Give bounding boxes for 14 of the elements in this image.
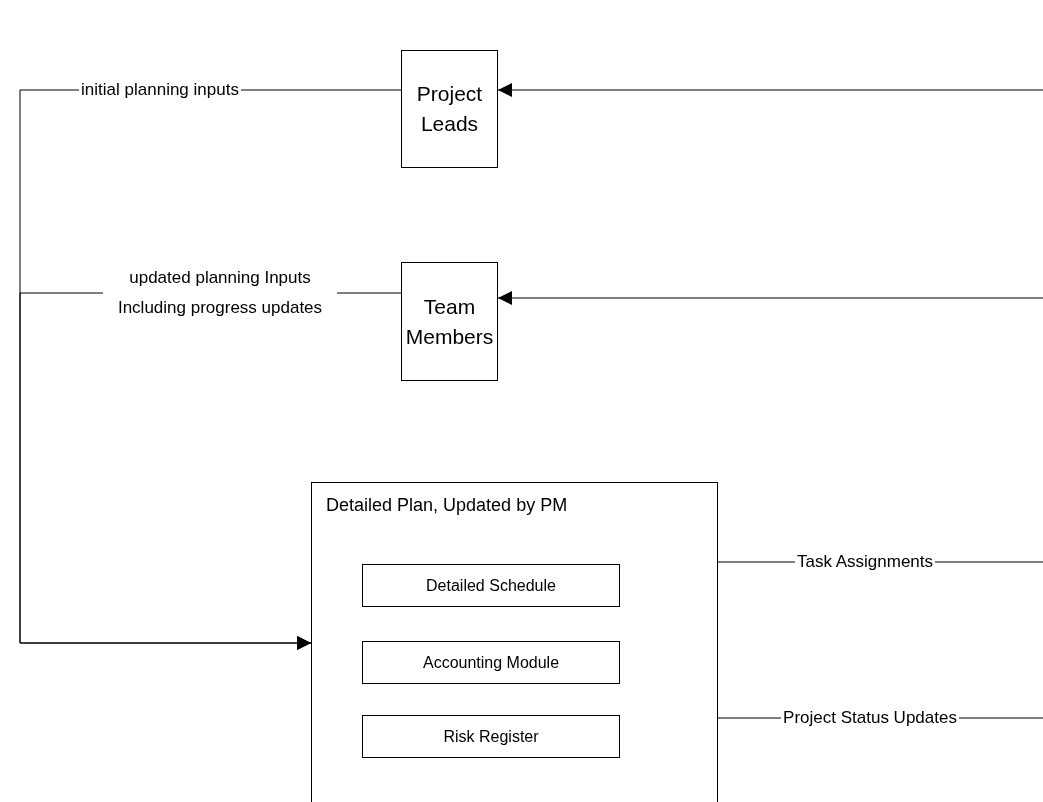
node-label: Project Leads — [415, 81, 484, 137]
process-box — [362, 564, 620, 607]
process-box — [401, 262, 498, 381]
connector-arrow — [497, 291, 1043, 305]
process-box — [401, 50, 498, 168]
process-box — [362, 715, 620, 758]
process-box — [362, 641, 620, 684]
node-label: Risk Register — [443, 727, 539, 746]
group-title: Detailed Plan, Updated by PM — [326, 495, 568, 516]
connector-arrow — [497, 83, 1043, 97]
node-label: Team Members — [404, 293, 495, 350]
node-label: Accounting Module — [422, 653, 560, 672]
node-label: Detailed Schedule — [426, 576, 556, 595]
group-box — [311, 482, 718, 802]
